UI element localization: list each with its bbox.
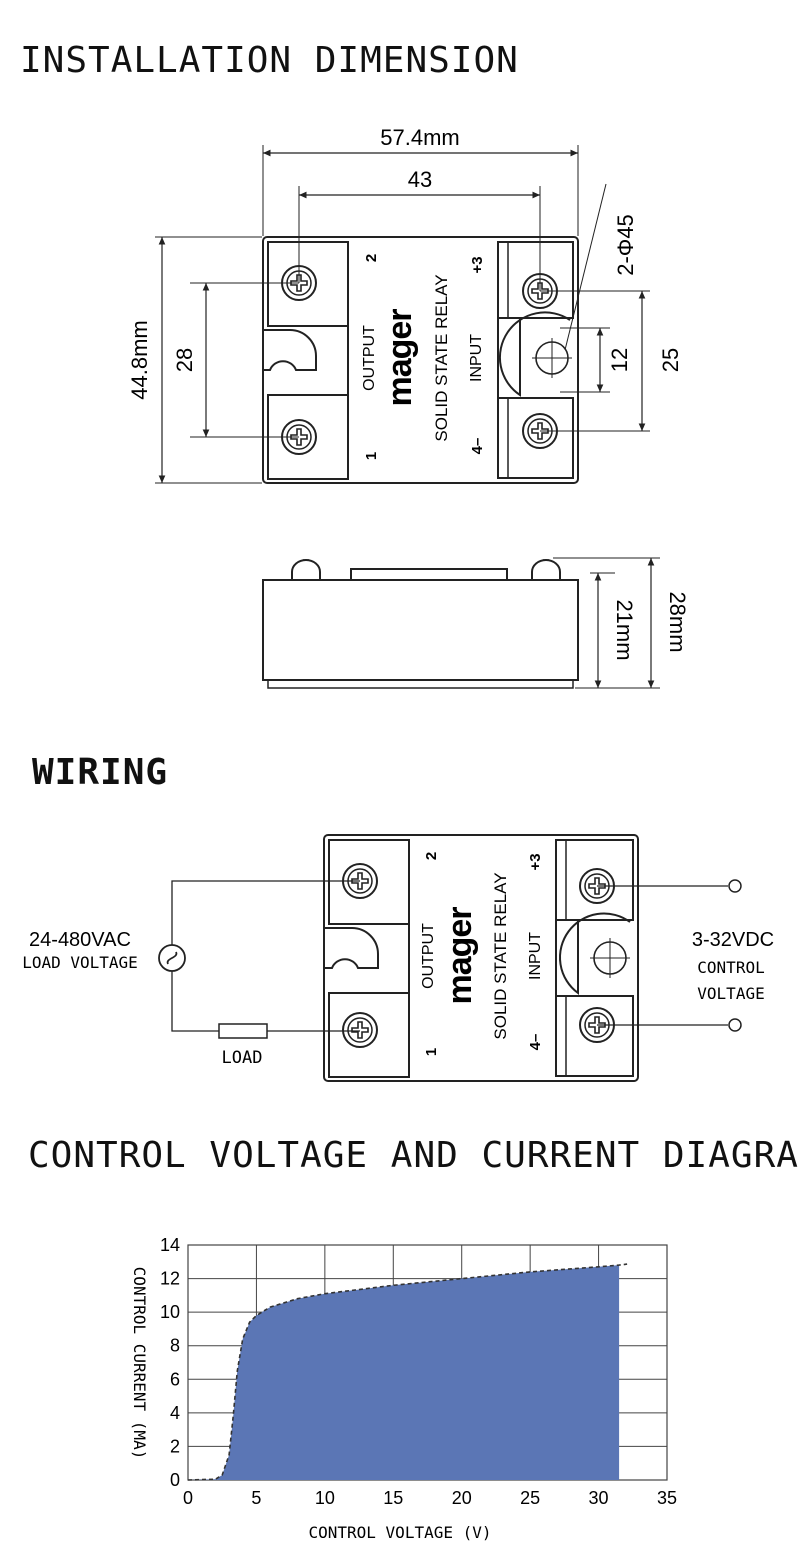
wiring-terminal-3-label: +3 (527, 853, 544, 870)
chart-tick-labels: 0 5 10 15 20 25 30 35 0 2 4 6 8 10 12 14 (160, 1235, 677, 1508)
wiring-relay-body (323, 834, 639, 1082)
chart-x-axis-label: CONTROL VOLTAGE (V) (308, 1523, 491, 1542)
chart-y-tick-label: 12 (160, 1269, 180, 1289)
mount-notch (263, 329, 317, 371)
control-diagram-title: CONTROL VOLTAGE AND CURRENT DIAGRAM (28, 1135, 800, 1176)
overall-width-dimension: 57.4mm (380, 125, 459, 150)
terminal-3-label: +3 (469, 256, 486, 273)
load-resistor-icon (218, 1023, 268, 1039)
brand-logo: mager (381, 309, 419, 407)
input-label: INPUT (468, 334, 485, 382)
mount-hole-offset-dimension: 12 (607, 348, 632, 372)
output-label: OUTPUT (361, 325, 378, 391)
control-plus-terminal-icon (728, 879, 742, 893)
product-name-label: SOLID STATE RELAY (432, 274, 451, 441)
chart-y-tick-label: 4 (170, 1403, 180, 1423)
wiring-input-label: INPUT (527, 932, 544, 980)
installation-dimension-title: INSTALLATION DIMENSION (20, 40, 519, 81)
relay-top-view-drawing: 2 1 OUTPUT mager SOLID STATE RELAY INPUT… (127, 125, 690, 689)
terminal-1-label: 1 (363, 452, 380, 460)
chart-x-tick-label: 0 (183, 1488, 193, 1508)
wiring-terminal-1-label: 1 (423, 1048, 440, 1056)
wiring-output-label: OUTPUT (420, 923, 437, 989)
wiring-brand-logo: mager (441, 907, 479, 1005)
chart-x-tick-label: 10 (315, 1488, 335, 1508)
chart-y-tick-label: 10 (160, 1302, 180, 1322)
control-minus-terminal-icon (728, 1018, 742, 1032)
wiring-terminal-4-label: 4– (527, 1034, 544, 1051)
chart-x-tick-label: 15 (383, 1488, 403, 1508)
total-height-dimension: 28mm (665, 591, 690, 652)
wiring-title: WIRING (32, 752, 169, 793)
terminal-2-label: 2 (363, 254, 380, 262)
chart-x-tick-label: 35 (657, 1488, 677, 1508)
chart-y-tick-label: 0 (170, 1470, 180, 1490)
terminal-4-label: 4– (469, 438, 486, 455)
chart-x-tick-label: 25 (520, 1488, 540, 1508)
output-terminal-spacing-dimension: 28 (172, 348, 197, 372)
wiring-terminal-2-label: 2 (423, 852, 440, 860)
control-voltage-label-line1: CONTROL (697, 958, 764, 977)
control-voltage-value: 3-32VDC (692, 929, 774, 951)
chart-y-tick-label: 2 (170, 1436, 180, 1456)
load-label: LOAD (222, 1048, 263, 1068)
chart-series-line (187, 1263, 628, 1481)
chart-area-fill (188, 1265, 620, 1480)
relay-side-view (262, 559, 579, 689)
wiring-product-name-label: SOLID STATE RELAY (491, 872, 510, 1039)
screw-icon (342, 1012, 378, 1048)
chart-y-axis-label: CONTROL CURRENT (MA) (130, 1267, 149, 1460)
chart-y-tick-label: 8 (170, 1336, 180, 1356)
wiring-diagram: 2 1 OUTPUT mager SOLID STATE RELAY INPUT… (22, 834, 774, 1082)
body-height-dimension: 21mm (612, 599, 637, 660)
load-voltage-value: 24-480VAC (29, 929, 131, 951)
chart-x-tick-label: 30 (589, 1488, 609, 1508)
hole-spacing-dimension: 43 (408, 167, 432, 192)
chart-x-tick-label: 5 (251, 1488, 261, 1508)
control-voltage-label-line2: VOLTAGE (697, 984, 764, 1003)
input-terminal-spacing-dimension: 25 (658, 348, 683, 372)
relay-body (262, 236, 579, 484)
chart-y-tick-label: 6 (170, 1369, 180, 1389)
mount-hole-dimension: 2-Φ45 (613, 214, 638, 276)
load-voltage-label: LOAD VOLTAGE (22, 953, 138, 972)
chart-x-tick-label: 20 (452, 1488, 472, 1508)
chart-y-tick-label: 14 (160, 1235, 180, 1255)
overall-height-dimension: 44.8mm (127, 320, 152, 399)
control-current-chart: 0 5 10 15 20 25 30 35 0 2 4 6 8 10 12 14 CONTROL VOLTAG… (130, 1235, 677, 1542)
